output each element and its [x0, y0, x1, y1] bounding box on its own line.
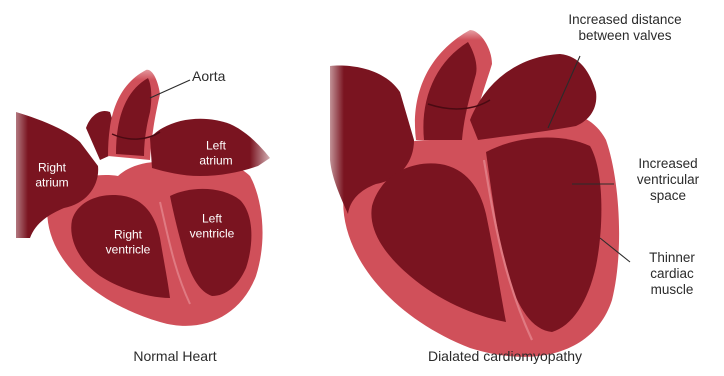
label-thinner-cardiac-muscle: Thinner cardiac muscle	[630, 250, 714, 299]
normal-heart	[0, 55, 280, 326]
label-space-line1: Increased	[616, 156, 720, 172]
label-right-atrium-line1: Right	[35, 160, 68, 175]
label-increased-distance-valves: Increased distance between valves	[530, 12, 720, 44]
label-increased-ventricular-space: Increased ventricular space	[616, 156, 720, 205]
label-left-ventricle-line1: Left	[190, 211, 235, 226]
label-right-atrium-line2: atrium	[35, 175, 68, 190]
label-left-atrium: Left atrium	[199, 138, 232, 167]
label-left-ventricle-line2: ventricle	[190, 226, 235, 241]
label-right-atrium: Right atrium	[35, 160, 68, 189]
label-left-atrium-line2: atrium	[199, 153, 232, 168]
label-valves-line1: Increased distance	[530, 12, 720, 28]
label-left-atrium-line1: Left	[199, 138, 232, 153]
label-right-ventricle-line2: ventricle	[106, 242, 151, 257]
label-muscle-line3: muscle	[630, 282, 714, 298]
label-aorta: Aorta	[192, 68, 225, 85]
label-space-line3: space	[616, 188, 720, 204]
label-space-line2: ventricular	[616, 172, 720, 188]
label-valves-line2: between valves	[530, 28, 720, 44]
caption-normal-heart: Normal Heart	[133, 348, 216, 365]
label-right-ventricle-line1: Right	[106, 227, 151, 242]
label-muscle-line2: cardiac	[630, 266, 714, 282]
label-right-ventricle: Right ventricle	[106, 227, 151, 256]
label-left-ventricle: Left ventricle	[190, 211, 235, 240]
caption-dilated-cardiomyopathy: Dialated cardiomyopathy	[428, 348, 582, 365]
label-muscle-line1: Thinner	[630, 250, 714, 266]
